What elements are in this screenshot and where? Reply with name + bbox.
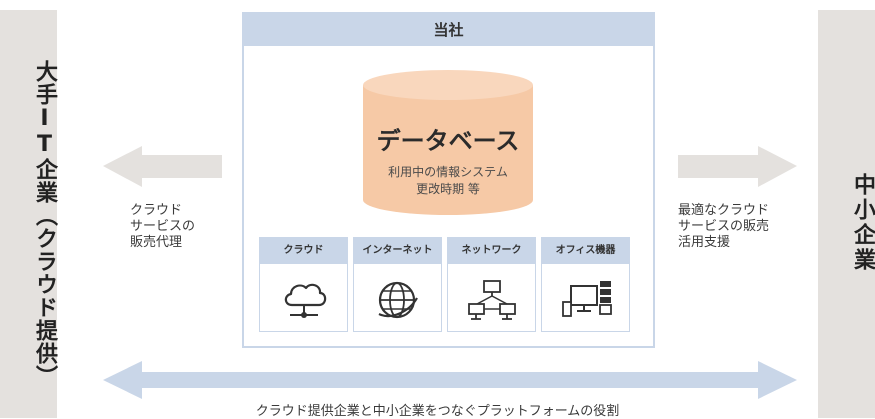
card-label: クラウド <box>260 238 347 264</box>
large-it-company-panel: 大手IT企業（クラウド提供） <box>0 10 57 418</box>
card-office-equipment: オフィス機器 <box>541 237 630 332</box>
database-icon <box>363 70 533 215</box>
globe-icon <box>378 281 418 319</box>
sme-label: 中小企業 <box>850 173 875 273</box>
bottom-double-arrow <box>103 361 797 399</box>
company-header: 当社 <box>244 14 653 46</box>
database-detail-line: 利用中の情報システム <box>388 165 508 179</box>
card-label: オフィス機器 <box>542 238 629 264</box>
network-icon <box>468 280 516 320</box>
left-caption: クラウド サービスの 販売代理 <box>130 203 196 250</box>
right-arrow <box>678 146 797 187</box>
right-caption: 最適なクラウド サービスの販売 活用支援 <box>678 203 770 250</box>
database-title: データベース <box>376 127 520 155</box>
cloud-icon <box>284 283 327 318</box>
card-internet: インターネット <box>353 237 442 332</box>
office-equipment-icon <box>562 281 612 317</box>
database-detail-line: 更改時期 等 <box>416 182 480 196</box>
bottom-caption: クラウド提供企業と中小企業をつなぐプラットフォームの役割 <box>255 404 620 419</box>
left-arrow <box>103 146 222 187</box>
sme-panel: 中小企業 <box>818 10 875 418</box>
card-network: ネットワーク <box>447 237 536 332</box>
card-label: インターネット <box>354 238 441 264</box>
card-label: ネットワーク <box>448 238 535 264</box>
large-it-company-label: 大手IT企業（クラウド提供） <box>32 60 57 388</box>
card-cloud: クラウド <box>259 237 348 332</box>
